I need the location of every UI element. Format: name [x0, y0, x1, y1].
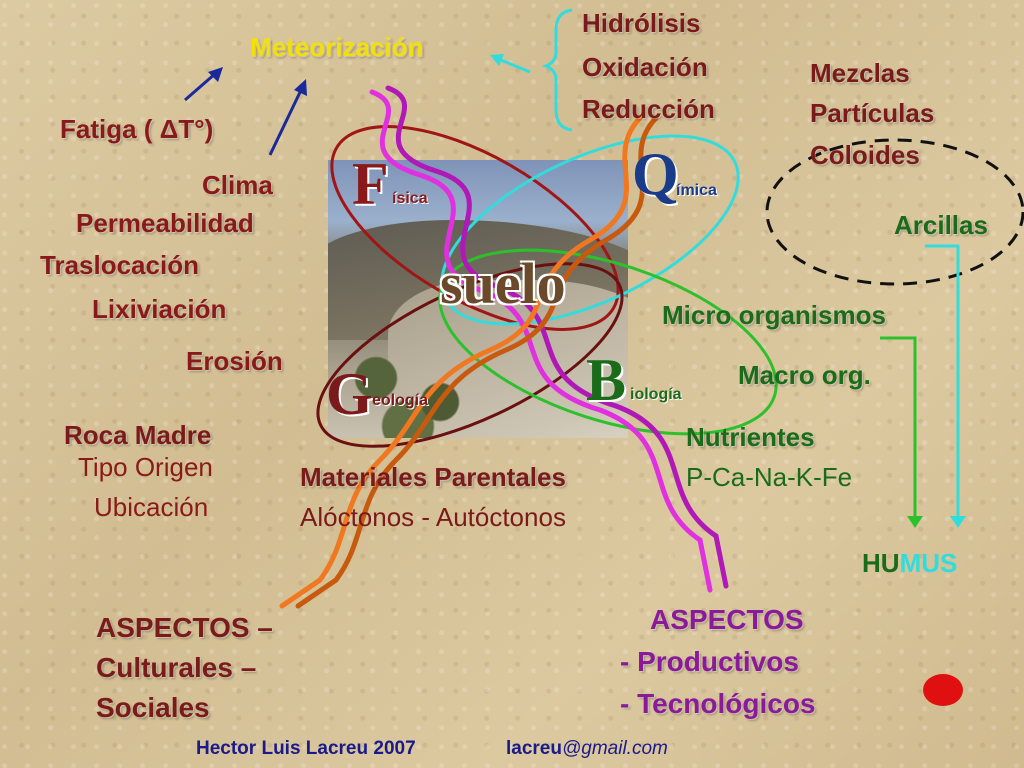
clima-label: Clima	[202, 170, 273, 200]
nutrient-elements: P-Ca-Na-K-Fe	[686, 462, 853, 492]
fisica-ellipse	[330, 125, 620, 331]
nutrientes-label: Nutrientes	[686, 422, 815, 452]
footer-author: Hector Luis Lacreu 2007	[196, 738, 416, 759]
meteorizacion-label: Meteorización	[250, 32, 424, 62]
mezclas-label: Mezclas	[810, 58, 910, 88]
biologia-letter: B	[586, 347, 627, 413]
humus-part-1: HU	[862, 548, 900, 578]
biologia-rest: iología	[630, 386, 682, 403]
aspectos-left-1: ASPECTOS –	[96, 612, 273, 643]
geologia-rest: eología	[372, 392, 429, 409]
roca-tipo-origen: Tipo Origen	[78, 452, 213, 482]
arcillas-to-humus-line	[925, 244, 960, 520]
erosion-label: Erosión	[186, 346, 283, 376]
macro-org-label: Macro org.	[738, 360, 871, 390]
fisica-rest: ísica	[392, 190, 428, 207]
wavy-orange-1	[279, 115, 643, 609]
fatiga-arrow	[184, 71, 217, 102]
wavy-magenta-1	[369, 89, 713, 593]
wavy-orange-2	[295, 115, 659, 609]
roca-ubicacion: Ubicación	[94, 492, 209, 522]
process-reduccion: Reducción	[582, 94, 715, 124]
permeabilidad-label: Permeabilidad	[76, 208, 254, 238]
wavy-magenta-2	[385, 85, 729, 589]
micro-to-humus-line	[880, 336, 917, 520]
lixiviacion-label: Lixiviación	[92, 294, 227, 324]
quimica-ellipse	[440, 134, 740, 326]
particulas-label: Partículas	[810, 98, 935, 128]
quimica-letter: Q	[632, 141, 679, 207]
process-hidrolisis: Hidrólisis	[582, 8, 701, 38]
fatiga-label: Fatiga ( ΔT°)	[60, 114, 214, 144]
aspectos-left-3: Sociales	[96, 692, 210, 723]
process-oxidacion: Oxidación	[582, 52, 708, 82]
aspectos-right-1: ASPECTOS	[650, 604, 804, 635]
process-bracket	[541, 8, 573, 132]
quimica-rest: ímica	[676, 182, 717, 199]
coloides-label: Coloides	[810, 140, 920, 170]
footer-email-domain: @gmail.com	[561, 738, 668, 759]
aspectos-right-3: - Tecnológicos	[620, 688, 816, 719]
traslocacion-label: Traslocación	[40, 250, 199, 280]
clima-arrow	[268, 87, 304, 156]
roca-madre-title: Roca Madre	[64, 420, 212, 450]
red-dot	[923, 674, 963, 706]
fisica-letter: F	[352, 151, 389, 217]
aspectos-left-2: Culturales –	[96, 652, 257, 683]
arcillas-label: Arcillas	[894, 210, 988, 240]
suelo-title: suelo	[440, 251, 566, 316]
footer-email-user: lacreu	[506, 738, 562, 759]
aloctonos-autoctonos: Alóctonos - Autóctonos	[300, 502, 566, 532]
micro-organismos-label: Micro organismos	[662, 300, 886, 330]
materiales-parentales: Materiales Parentales	[300, 462, 566, 492]
footer-email: lacreu@gmail.com	[506, 738, 668, 760]
humus-part-2: MUS	[899, 548, 958, 578]
coloides-ellipse	[765, 138, 1024, 286]
geologia-ellipse	[316, 262, 624, 448]
biologia-ellipse	[438, 248, 778, 436]
cyan-arrow	[495, 56, 531, 74]
geologia-letter: G	[326, 361, 373, 427]
humus-label: HUMUS	[862, 548, 957, 579]
aspectos-right-2: - Productivos	[620, 646, 799, 677]
